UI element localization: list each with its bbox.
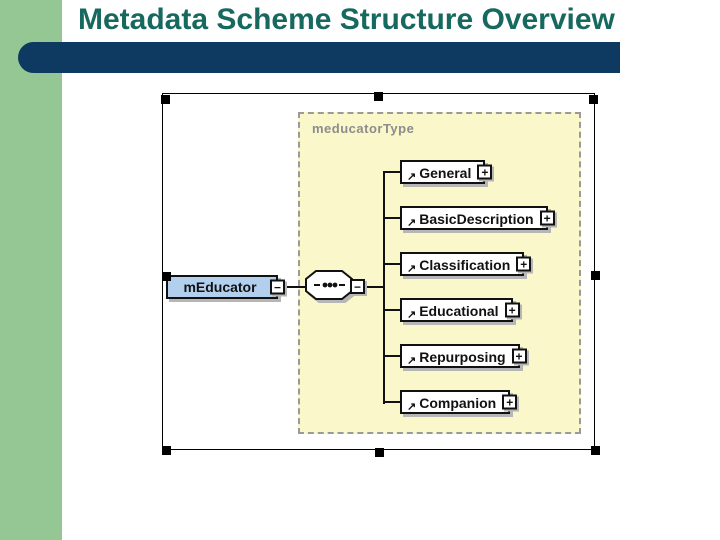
slide-title: Metadata Scheme Structure Overview [78,3,615,36]
element-ref-arrow-icon: ↗ [407,217,417,229]
resize-handle-bottom-right[interactable] [591,446,600,455]
resize-handle-top-left[interactable] [161,95,170,104]
element-ref-arrow-icon: ↗ [407,263,417,275]
element-box-companion: ↗ Companion + [400,390,518,414]
sequence-to-trunk-line [365,286,384,288]
branch-line [383,309,400,311]
element-label: General [419,165,472,181]
resize-handle-middle-right[interactable] [591,271,600,280]
expand-toggle[interactable]: + [511,348,527,364]
branch-line [383,263,400,265]
root-element-label: mEducator [183,279,257,295]
element-ref-arrow-icon: ↗ [407,401,417,413]
expand-toggle[interactable]: + [516,256,532,272]
element-box-meducator: mEducator − [166,275,285,299]
trunk-line [383,171,385,404]
resize-handle-bottom-middle[interactable] [374,448,384,457]
element-ref-arrow-icon: ↗ [407,171,417,183]
element-ref-arrow-icon: ↗ [407,309,417,321]
element-box-educational: ↗ Educational + [400,298,520,322]
element-box-basicdescription: ↗ BasicDescription + [400,206,555,230]
schema-diagram-object[interactable]: meducatorType mEducator − − ↗ General + [161,92,600,457]
element-box-classification: ↗ Classification + [400,252,532,276]
expand-toggle[interactable]: + [477,164,493,180]
sequence-compositor-icon [305,270,357,304]
element-box-repurposing: ↗ Repurposing + [400,344,527,368]
collapse-toggle[interactable]: − [270,279,285,295]
root-to-sequence-line [287,286,305,288]
sequence-collapse-toggle[interactable]: − [350,279,365,294]
expand-toggle[interactable]: + [504,302,520,318]
slide-accent-bar [0,0,62,540]
complex-type-label: meducatorType [312,121,415,136]
branch-line [383,217,400,219]
resize-handle-top-middle[interactable] [373,92,383,101]
element-label: Classification [419,257,511,273]
resize-handle-top-right[interactable] [589,95,598,104]
element-label: BasicDescription [419,211,534,227]
resize-handle-middle-left[interactable] [162,272,171,281]
element-box-general: ↗ General + [400,160,493,184]
resize-handle-bottom-left[interactable] [162,446,171,455]
element-label: Educational [419,303,499,319]
branch-line [383,171,400,173]
element-label: Companion [419,395,497,411]
element-label: Repurposing [419,349,506,365]
expand-toggle[interactable]: + [539,210,555,226]
branch-line [383,401,400,403]
title-underline-bar [18,42,620,73]
expand-toggle[interactable]: + [502,394,518,410]
branch-line [383,355,400,357]
element-ref-arrow-icon: ↗ [407,355,417,367]
